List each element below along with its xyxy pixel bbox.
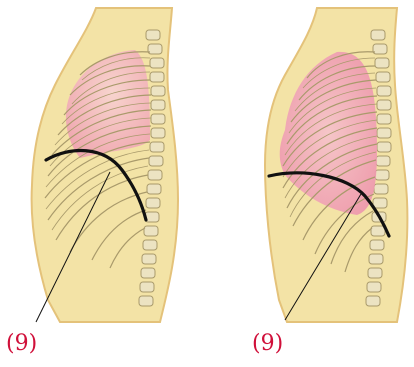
thorax-illustration <box>0 0 207 330</box>
figure-exhalation: (9) <box>0 0 207 367</box>
figure-caption: (9) <box>6 331 37 357</box>
figure-caption: (9) <box>252 331 283 357</box>
figure-inhalation: (9) <box>207 0 414 367</box>
thorax-illustration <box>207 0 414 330</box>
